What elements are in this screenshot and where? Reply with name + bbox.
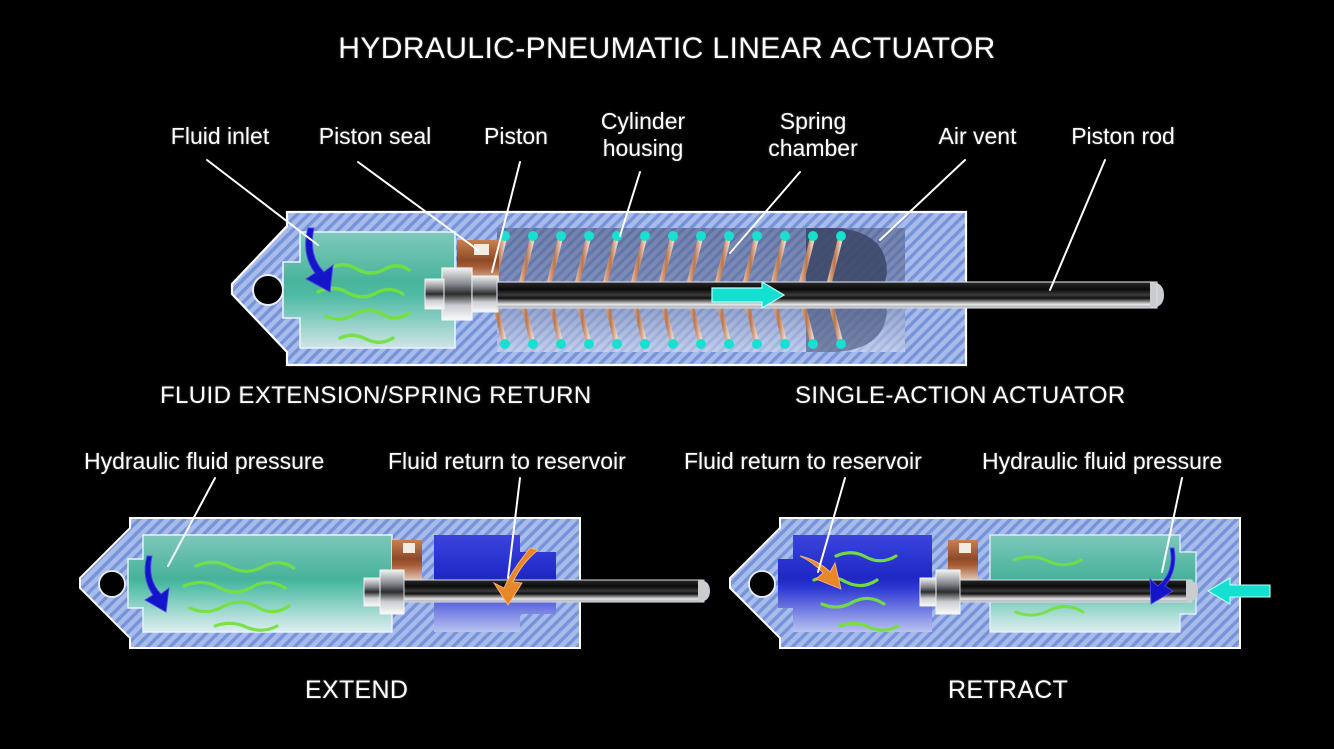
caption-fluid-extension-spring-return: FLUID EXTENSION/SPRING RETURN [160,382,592,409]
callout-fluid-inlet: Fluid inlet [170,123,270,149]
extend-piston-collar [363,577,381,607]
callout-extend-hydraulic-pressure: Hydraulic fluid pressure [84,448,325,474]
piston-rod [497,282,1157,308]
caption-single-action-actuator: SINGLE-ACTION ACTUATOR [795,382,1126,409]
extend-inlet-arrow-icon [144,555,170,613]
piston-rod-outline [496,281,1158,309]
callout-spring-chamber: Spring chamber [768,108,858,161]
retract-piston-seal-highlight [959,543,971,553]
piston-nut [441,267,473,321]
retract-fluid-return-arrow-icon [799,555,842,590]
retract-inlet-arrow-icon [1149,547,1176,605]
caption-extend: EXTEND [305,676,409,704]
retract-rod-tip [1186,580,1198,602]
retraction-direction-arrow-icon [1206,577,1271,605]
fluid-flow-squiggles [316,263,411,344]
extend-mounting-hole [98,570,126,598]
top-actuator-assembly [206,159,1164,367]
mounting-hole [252,274,284,306]
extend-actuator-assembly [79,477,710,649]
piston-seal-highlight [474,244,489,255]
callout-air-vent: Air vent [938,123,1017,149]
extend-rod-tip [698,580,710,602]
fluid-inlet-arrow-icon [305,227,334,293]
caption-retract: RETRACT [948,676,1069,704]
callout-retract-hydraulic-pressure: Hydraulic fluid pressure [982,448,1223,474]
retract-mounting-hole [748,570,776,598]
extend-fluid-squiggles [182,560,296,632]
retract-piston-nut [935,569,961,615]
extend-fluid-return-arrow-icon [492,547,539,606]
callout-extend-fluid-return: Fluid return to reservoir [388,448,626,474]
callout-cylinder-housing: Cylinder housing [600,108,686,161]
extension-direction-arrow-icon [711,280,786,310]
piston-collar [424,278,445,310]
extend-piston-rod [403,579,705,603]
top-callout-leader-lines [206,159,1106,291]
callout-retract-fluid-return: Fluid return to reservoir [684,448,922,474]
retract-return-squiggles [812,551,900,632]
retract-actuator-assembly [729,477,1271,649]
extend-piston-nut [379,569,405,615]
callout-piston-rod: Piston rod [1071,123,1175,149]
callout-piston: Piston [484,123,548,149]
retract-leader-lines [817,477,1183,573]
return-spring-upper [489,231,846,291]
extend-piston-seal-highlight [403,543,415,553]
air-vent-pocket [806,228,887,296]
page-title: HYDRAULIC-PNEUMATIC LINEAR ACTUATOR [338,32,996,65]
extend-leader-lines [167,477,521,579]
piston-shoulder [471,275,499,313]
callout-piston-seal: Piston seal [318,123,432,149]
retract-piston-collar [919,577,937,607]
